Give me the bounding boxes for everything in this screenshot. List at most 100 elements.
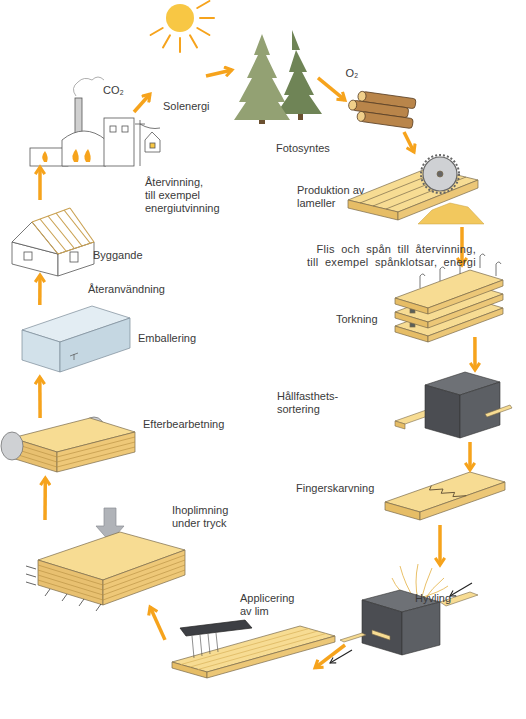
- finger-joint-board-part: [420, 482, 505, 520]
- glue-application-part-part: [216, 633, 218, 652]
- factory-part: [73, 77, 104, 96]
- step-label: Fotosyntes: [276, 142, 348, 155]
- process-step: Ihoplimning under tryck: [35, 520, 185, 607]
- sun-part-part: [179, 38, 181, 52]
- glue-application: [172, 620, 335, 678]
- sun-part-part: [197, 1, 209, 8]
- factory-part: [42, 149, 90, 162]
- planer-part: [450, 583, 472, 596]
- sun-part-part: [163, 35, 170, 47]
- step-label: Fingerskarvning: [296, 482, 386, 495]
- house-part-part: [40, 219, 66, 251]
- house-part-part: [64, 210, 90, 243]
- drying-stack-part-part: [480, 254, 485, 268]
- logs-part: [348, 100, 357, 111]
- annotation: Solenergi: [163, 100, 233, 113]
- finger-joint-board: [385, 472, 505, 520]
- planer-part: [372, 630, 390, 640]
- finishing-part: [57, 432, 135, 472]
- drying-stack-part: [395, 326, 428, 342]
- factory-part-part: [140, 120, 141, 166]
- press-stack-part-part: [45, 589, 50, 596]
- press-stack-part-part: [103, 570, 185, 600]
- package: [22, 306, 130, 372]
- press-stack-part: [26, 566, 101, 611]
- package-part: [60, 318, 130, 372]
- step-label: Byggande: [93, 249, 153, 262]
- process-step: Applicering av lim: [165, 612, 315, 674]
- planer-part: [330, 650, 352, 663]
- annotation: CO₂: [103, 84, 143, 97]
- flow-arrow: [38, 275, 42, 305]
- glue-application-part-part: [200, 635, 202, 656]
- finishing-part: [12, 437, 135, 467]
- factory-part-part: [72, 149, 78, 162]
- factory-part: [110, 126, 116, 132]
- house-part-part: [70, 208, 94, 242]
- process-step: Emballering: [20, 305, 130, 377]
- factory-part: [122, 126, 128, 132]
- flow-arrow: [38, 377, 42, 418]
- step-label: Torkning: [336, 313, 396, 326]
- trees: [234, 30, 322, 124]
- finishing-part-part: [57, 437, 135, 457]
- process-step: Efterbearbetning: [5, 418, 135, 478]
- glue-application-part: [180, 620, 252, 636]
- factory-part-part: [42, 151, 47, 162]
- planer-part: [402, 602, 440, 655]
- flow-arrow: [38, 167, 42, 200]
- step-label: Hyvling: [415, 592, 465, 605]
- logs-part: [357, 111, 366, 122]
- cycle-arrow-part: [206, 70, 232, 76]
- sawing-part: [348, 200, 398, 220]
- press-stack-part-part: [26, 582, 36, 585]
- finishing-part: [1, 432, 23, 460]
- drying-stack-part-part: [496, 262, 501, 276]
- flow-arrow: [468, 442, 472, 470]
- process-step: Fingerskarvning: [385, 470, 505, 525]
- edge-label: O₂: [346, 67, 436, 80]
- press-stack-part-part: [103, 555, 185, 585]
- finishing: [1, 417, 135, 472]
- house-part-part: [48, 216, 74, 248]
- drying-stack-part: [395, 298, 428, 314]
- grading-machine: [395, 372, 512, 438]
- grading-machine-part: [425, 385, 460, 438]
- logs-part: [361, 111, 414, 128]
- sawing-part: [421, 155, 459, 193]
- step-label: Efterbearbetning: [143, 418, 243, 431]
- sun-part: [166, 4, 194, 32]
- factory-part: [104, 118, 134, 166]
- step-label: Emballering: [138, 332, 218, 345]
- glue-application-part: [198, 634, 326, 670]
- press-stack-part-part: [26, 566, 36, 569]
- step-label: Ihoplimning under tryck: [172, 504, 248, 530]
- finishing-part-part: [57, 442, 135, 462]
- planer: [330, 564, 478, 663]
- factory-part: [135, 120, 160, 166]
- glue-application-part-part: [192, 636, 194, 658]
- factory-part-part: [140, 124, 160, 129]
- flow-arrow: [318, 78, 345, 100]
- process-step: Hållfasthets- sortering: [395, 370, 500, 442]
- sun-part: [151, 1, 214, 52]
- flow-arrow: [150, 607, 165, 640]
- step-label: Återvinning, till exempel energiutvinnin…: [145, 176, 211, 215]
- step-label: Hållfasthets- sortering: [277, 390, 352, 416]
- cycle-arrow-part: [404, 132, 414, 152]
- annotation: Flis och spån till återvinning, till exe…: [303, 243, 476, 269]
- grading-machine-part: [485, 405, 512, 417]
- sun-part-part: [190, 35, 197, 47]
- process-step: Byggande: [8, 200, 95, 275]
- press-stack-part-part: [38, 580, 103, 600]
- process-step: Återvinning, till exempel energiutvinnin…: [28, 80, 163, 167]
- glue-application-part: [172, 662, 207, 678]
- press-stack-part-part: [79, 599, 84, 606]
- drying-stack-part: [395, 312, 428, 328]
- step-label: Produktion av lameller: [297, 184, 375, 210]
- drying-stack-part-part: [420, 274, 425, 288]
- planer-part: [362, 600, 402, 655]
- finishing-part-part: [57, 447, 135, 467]
- press-stack-part-part: [96, 604, 101, 611]
- sun-part-part: [151, 28, 163, 35]
